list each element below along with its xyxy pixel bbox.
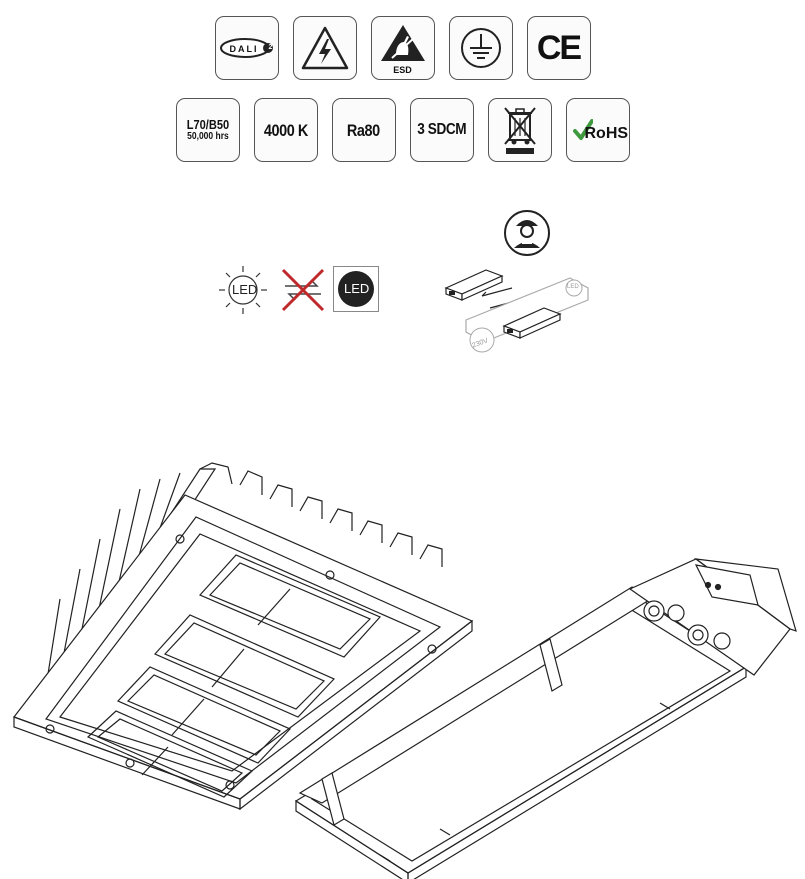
panel-luminaire bbox=[13, 462, 474, 811]
esd-badge: ESD bbox=[370, 16, 435, 80]
weee-badge bbox=[487, 98, 552, 162]
driver-replace-icon bbox=[444, 269, 589, 353]
sdcm-label: 3 SDCM bbox=[417, 121, 466, 138]
led-module-box: LED bbox=[333, 266, 379, 312]
lifetime-hours: 50,000 hrs bbox=[186, 131, 229, 142]
esd-icon bbox=[380, 25, 425, 61]
badge-row-bottom: L70/B50 50,000 hrs 4000 K Ra80 3 SDCM R bbox=[0, 98, 805, 162]
lifetime-text: L70/B50 50,000 hrs bbox=[183, 118, 233, 142]
esd-label: ESD bbox=[393, 65, 412, 75]
ce-badge: CE bbox=[526, 16, 591, 80]
led-sun-label: LED bbox=[232, 282, 258, 297]
driver-led-label: LED bbox=[567, 284, 579, 290]
technician-icon bbox=[504, 210, 550, 256]
high-voltage-icon bbox=[301, 26, 348, 70]
ground-icon bbox=[460, 28, 501, 68]
rohs-label: RoHS bbox=[584, 125, 629, 142]
led-module-icon bbox=[338, 271, 374, 307]
dali-icon bbox=[219, 38, 273, 58]
no-replace-icon bbox=[281, 268, 325, 312]
driver-box bbox=[628, 558, 797, 676]
dali-badge: DALI 2 bbox=[214, 16, 279, 80]
led-sun-icon bbox=[219, 266, 267, 314]
sdcm-badge: 3 SDCM bbox=[409, 98, 474, 162]
high-voltage-badge bbox=[292, 16, 357, 80]
lifetime-badge: L70/B50 50,000 hrs bbox=[175, 98, 240, 162]
led-module-label: LED bbox=[344, 281, 370, 296]
lifetime-label: L70/B50 bbox=[186, 117, 229, 132]
ground-badge bbox=[448, 16, 513, 80]
rohs-badge: RoHS bbox=[565, 98, 630, 162]
linear-luminaire bbox=[294, 558, 797, 879]
ce-mark-icon: CE bbox=[536, 28, 582, 67]
product-illustration bbox=[13, 462, 797, 879]
led-replacement-group: LED LED bbox=[213, 264, 381, 316]
cct-label: 4000 K bbox=[263, 120, 308, 140]
dali-label: DALI bbox=[229, 44, 259, 54]
cri-badge: Ra80 bbox=[331, 98, 396, 162]
rohs-check-icon bbox=[572, 119, 593, 140]
dali-mark: 2 bbox=[268, 44, 273, 51]
weee-bin-icon bbox=[503, 107, 536, 154]
cri-label: Ra80 bbox=[347, 120, 380, 140]
driver-replacement-group: LED 230V bbox=[440, 208, 600, 358]
cct-badge: 4000 K bbox=[253, 98, 318, 162]
led-module-array bbox=[86, 554, 382, 798]
badge-row-top: DALI 2 ESD CE bbox=[0, 16, 805, 80]
